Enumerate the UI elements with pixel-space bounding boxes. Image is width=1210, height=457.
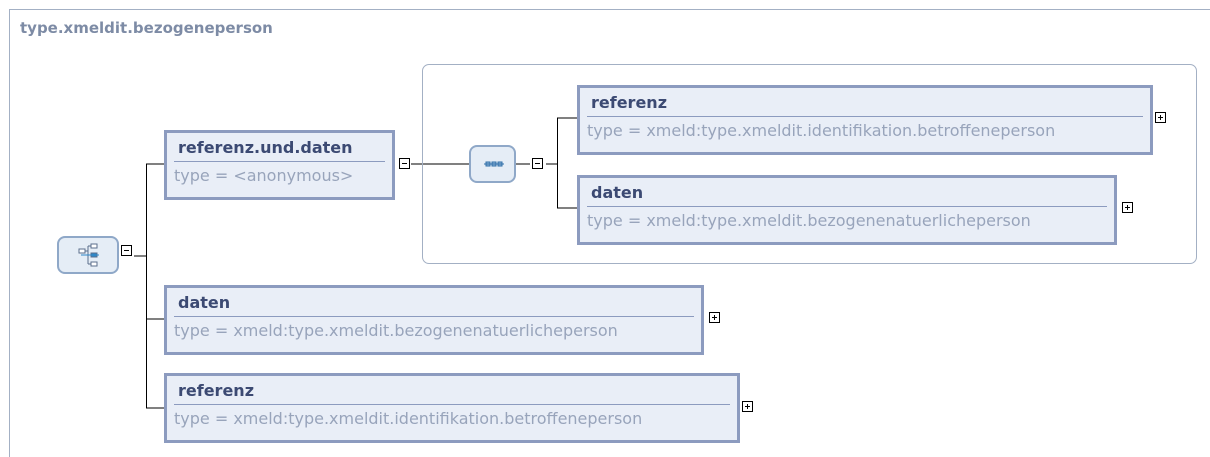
element-type: type = xmeld:type.xmeldit.bezogenenatuer… bbox=[174, 321, 618, 340]
element-name: referenz bbox=[178, 381, 254, 400]
root-sequence-compositor[interactable] bbox=[57, 236, 119, 274]
element-name: referenz.und.daten bbox=[178, 138, 353, 157]
element-type: type = xmeld:type.xmeldit.bezogenenatuer… bbox=[587, 211, 1031, 230]
expand-toggle-referenz[interactable] bbox=[742, 401, 753, 412]
diagram-title: type.xmeldit.bezogeneperson bbox=[20, 19, 273, 37]
element-daten[interactable]: daten type = xmeld:type.xmeldit.bezogene… bbox=[164, 285, 704, 355]
collapse-toggle-referenz-und-daten[interactable] bbox=[399, 158, 410, 169]
element-inner-referenz[interactable]: referenz type = xmeld:type.xmeldit.ident… bbox=[577, 85, 1153, 155]
expand-toggle-daten[interactable] bbox=[709, 312, 720, 323]
element-type: type = xmeld:type.xmeldit.identifikation… bbox=[174, 409, 643, 428]
element-type: type = xmeld:type.xmeldit.identifikation… bbox=[587, 121, 1056, 140]
element-divider bbox=[587, 116, 1143, 117]
inner-sequence-compositor[interactable] bbox=[469, 145, 516, 183]
expand-toggle-inner-daten[interactable] bbox=[1122, 202, 1133, 213]
collapse-toggle-inner-sequence[interactable] bbox=[532, 158, 543, 169]
element-name: daten bbox=[178, 293, 231, 312]
sequence-icon bbox=[78, 243, 99, 267]
expand-toggle-inner-referenz[interactable] bbox=[1155, 112, 1166, 123]
element-type: type = <anonymous> bbox=[174, 166, 354, 185]
element-divider bbox=[174, 316, 694, 317]
collapse-toggle-root[interactable] bbox=[121, 245, 132, 256]
element-name: daten bbox=[591, 183, 644, 202]
element-inner-daten[interactable]: daten type = xmeld:type.xmeldit.bezogene… bbox=[577, 175, 1117, 245]
element-referenz[interactable]: referenz type = xmeld:type.xmeldit.ident… bbox=[164, 373, 740, 443]
element-divider bbox=[587, 206, 1107, 207]
element-divider bbox=[174, 404, 730, 405]
element-referenz-und-daten[interactable]: referenz.und.daten type = <anonymous> bbox=[164, 130, 395, 200]
element-divider bbox=[174, 161, 385, 162]
sequence-group-box bbox=[422, 64, 1197, 264]
sequence-icon bbox=[484, 161, 504, 167]
diagram-frame bbox=[9, 9, 1210, 457]
element-name: referenz bbox=[591, 93, 667, 112]
